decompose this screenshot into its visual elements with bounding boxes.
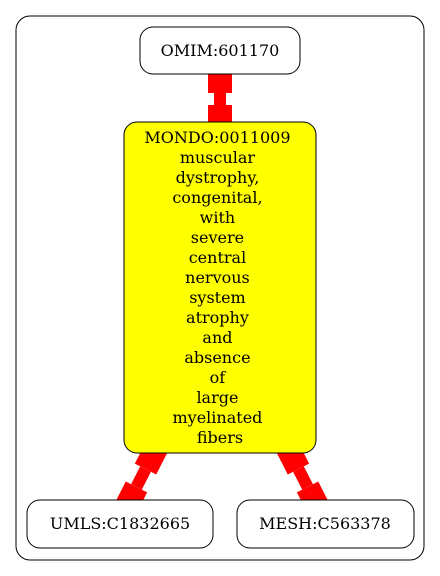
node-mondo-box	[123, 121, 317, 454]
node-mesh-label: MESH:C563378	[259, 514, 391, 533]
node-mondo[interactable]: MONDO:0011009 muscular dystrophy, congen…	[123, 121, 317, 454]
node-omim-label: OMIM:601170	[161, 41, 280, 60]
node-umls-label: UMLS:C1832665	[50, 514, 190, 533]
node-umls[interactable]: UMLS:C1832665	[26, 499, 214, 549]
node-mesh[interactable]: MESH:C563378	[236, 499, 415, 549]
node-mondo-label: MONDO:0011009 muscular dystrophy, congen…	[144, 128, 295, 447]
node-omim[interactable]: OMIM:601170	[139, 26, 301, 75]
